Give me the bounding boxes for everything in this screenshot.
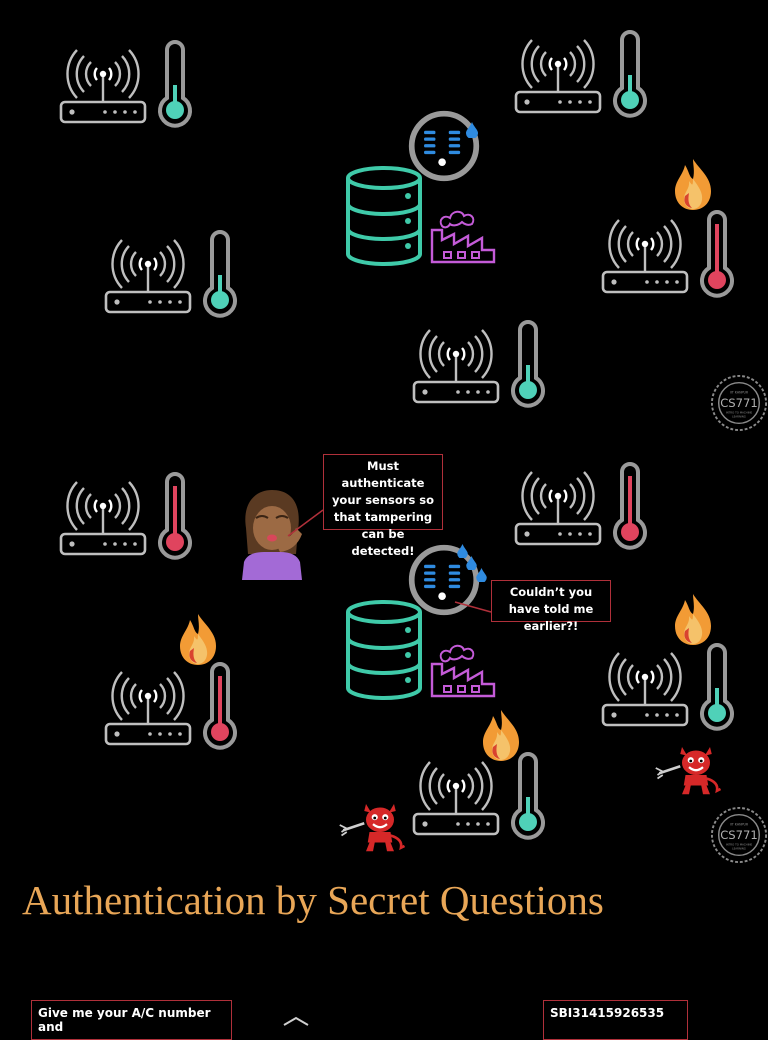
callout-authenticate-text: Must authenticate your sensors so that t… bbox=[331, 459, 435, 558]
chevron-up-icon bbox=[283, 1016, 309, 1026]
bottom-left-box-text: Give me your A/C number and bbox=[38, 1006, 211, 1034]
callout-server-reply: Couldn’t you have told me earlier?! bbox=[491, 580, 611, 633]
callout-authenticate: Must authenticate your sensors so that t… bbox=[323, 454, 443, 558]
callout-server-reply-text: Couldn’t you have told me earlier?! bbox=[508, 585, 594, 633]
bottom-left-box: Give me your A/C number and bbox=[31, 1000, 232, 1040]
bottom-right-box-text: SBI31415926535 bbox=[550, 1006, 665, 1020]
bottom-right-box: SBI31415926535 bbox=[543, 1000, 688, 1040]
slide-title: Authentication by Secret Questions bbox=[22, 877, 604, 923]
woman-facepalm-icon bbox=[242, 490, 302, 580]
